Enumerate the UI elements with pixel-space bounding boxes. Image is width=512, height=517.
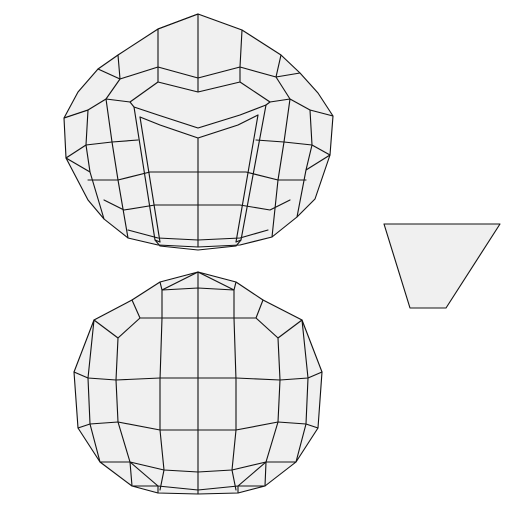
polyhedron-bottom-view — [73, 271, 323, 495]
trapezoid-cross-section — [383, 223, 501, 309]
bottom-polyhedron-edges — [73, 271, 323, 495]
top-polyhedron-edges — [63, 13, 334, 251]
polyhedron-top-view — [63, 13, 334, 251]
